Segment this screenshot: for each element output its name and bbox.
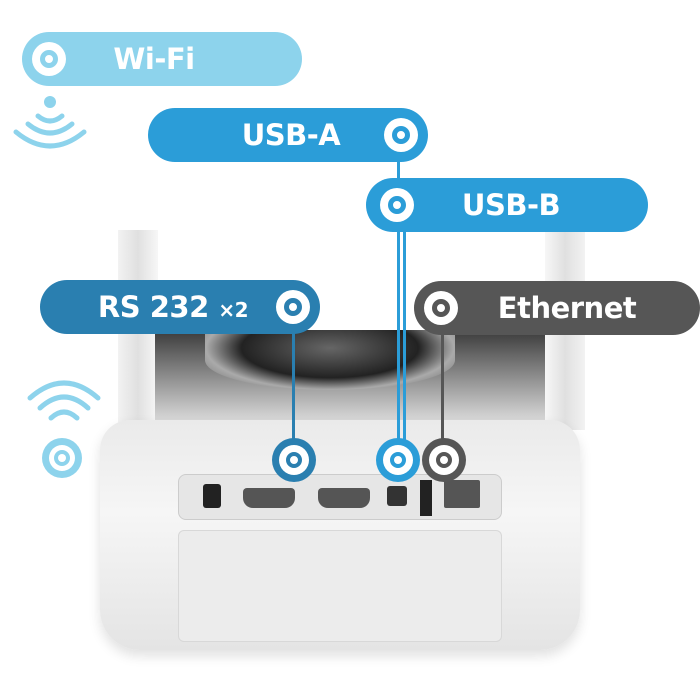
rs232-connector-line	[292, 320, 295, 460]
rs232-port-marker	[272, 438, 316, 482]
target-icon	[424, 291, 458, 325]
ethernet-label: Ethernet	[414, 281, 700, 335]
ethernet-port	[444, 480, 480, 508]
power-jack	[203, 484, 221, 508]
target-icon	[429, 445, 459, 475]
wifi-module-icon	[27, 380, 101, 478]
usb-b-label: USB-B	[366, 178, 648, 232]
target-icon	[380, 188, 414, 222]
wifi-label: Wi-Fi	[22, 32, 302, 86]
target-icon	[384, 118, 418, 152]
rs232-count: ×2	[218, 298, 249, 322]
rs232-port-2	[318, 488, 370, 508]
ethernet-port-marker	[422, 438, 466, 482]
front-door	[178, 530, 502, 642]
usb-b-connector-line	[403, 220, 406, 460]
rs232-text: RS 232	[97, 290, 209, 324]
target-icon	[276, 290, 310, 324]
target-icon	[32, 42, 66, 76]
target-icon	[279, 445, 309, 475]
rs232-label: RS 232 ×2	[40, 280, 320, 334]
rs232-port-1	[243, 488, 295, 508]
target-icon	[383, 445, 413, 475]
usb-a-connector-line	[397, 150, 400, 460]
fan	[205, 330, 455, 390]
pin-header	[420, 480, 432, 516]
wifi-signal-icon	[13, 96, 87, 149]
usb-a-label: USB-A	[148, 108, 428, 162]
usb-b-port	[387, 486, 407, 506]
usb-b-port-marker	[376, 438, 420, 482]
ethernet-connector-line	[441, 320, 444, 460]
